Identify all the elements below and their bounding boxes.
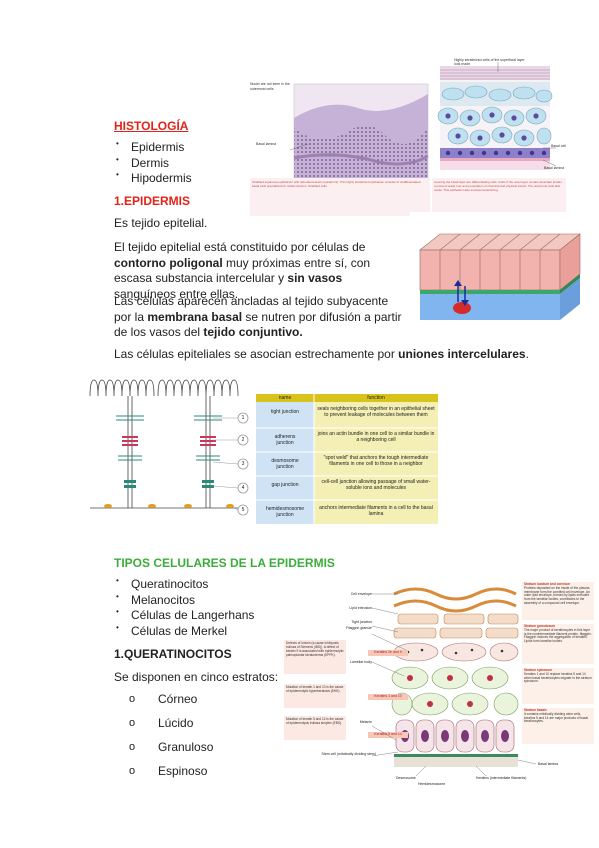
- epithelium-micrograph: [250, 62, 566, 216]
- label-desmosome: Desmosome: [396, 776, 416, 780]
- label-keratins-5-14: Keratins 5 and 14: [374, 732, 402, 736]
- queratinocitos-heading: 1.QUERATINOCITOS: [114, 647, 232, 661]
- junction-num-4: 4: [241, 485, 245, 491]
- list-item: Melanocitos: [114, 589, 254, 609]
- label-superficial: Highly keratinized cells of the superfic…: [454, 58, 525, 66]
- histologia-title: HISTOLOGÍA: [114, 119, 189, 133]
- table-row-name: gap junction: [271, 482, 299, 488]
- strata-list: Córneo Lúcido Granuloso Espinoso: [114, 692, 213, 788]
- table-row-function: "spot weld" that anchors the tough inter…: [323, 455, 429, 467]
- list-item: Epidermis: [114, 136, 192, 156]
- queratinocitos-intro: Se disponen en cinco estratos:: [114, 670, 279, 684]
- note-keratin-1-10: Mutation of keratin 1 and 10 is the caus…: [286, 685, 344, 693]
- tipos-heading: TIPOS CELULARES DE LA EPIDERMIS: [114, 556, 335, 570]
- table-row-function: seals neighboring cells together in an e…: [317, 406, 435, 418]
- junctions-diagram: [89, 379, 438, 524]
- list-item: Dermis: [114, 152, 192, 172]
- keratinocyte-figure: Cell envelope Lipid extrusion Tight junc…: [276, 580, 594, 788]
- label-melanin: Melanin: [359, 720, 372, 724]
- histologia-list: Epidermis Dermis Hipodermis: [114, 136, 192, 187]
- list-item: Hipodermis: [114, 167, 192, 187]
- table-row-name: hemidesmosome junction: [265, 506, 305, 518]
- list-item: Granuloso: [114, 740, 213, 764]
- label-basal-lamina-2: Basal lamina: [544, 166, 565, 170]
- label-basal-lamina: Basal lamina: [538, 762, 559, 766]
- epidermis-p3: Las células aparecen ancladas al tejido …: [114, 294, 402, 339]
- junction-num-5: 5: [241, 507, 245, 513]
- list-item: Queratinocitos: [114, 573, 254, 593]
- label-cell-envelope: Cell envelope: [350, 592, 372, 596]
- label-tight-junction: Tight junction: [351, 620, 372, 624]
- epithelium-micrograph-figure: Nuclei are not seen in the outermost cel…: [248, 58, 568, 218]
- stratum-basale-text: Stratum basale It contains mitotically d…: [524, 708, 588, 724]
- epithelium-3d-figure: [410, 212, 588, 340]
- table-row-function: anchors intermediate filaments in a cell…: [319, 505, 433, 517]
- table-header-name: name: [278, 395, 292, 401]
- label-keratin-filaments: Keratins (intermediate filaments): [476, 776, 527, 780]
- table-row-name: adherens junction: [274, 434, 296, 446]
- junction-num-1: 1: [241, 415, 245, 421]
- table-row-name: tight junction: [270, 409, 300, 415]
- junctions-figure: 1 2 3 4 5 name function tight junction s…: [88, 376, 440, 528]
- epidermis-p1: Es tejido epitelial.: [114, 216, 208, 230]
- table-row-name: desmosome junction: [271, 458, 299, 470]
- label-lipid-extrusion: Lipid extrusion: [349, 606, 372, 610]
- stratum-spinosum-text: Stratum spinosum Keratins 1 and 10 repla…: [524, 668, 592, 684]
- list-item: Lúcido: [114, 716, 213, 740]
- figure1-caption-right: covering the basal layer are differentia…: [434, 180, 562, 192]
- list-item: Espinoso: [114, 764, 213, 788]
- label-basal-cell: Basal cell: [551, 144, 566, 148]
- epidermis-p2: El tejido epitelial está constituido por…: [114, 240, 371, 301]
- list-item: Células de Langerhans: [114, 604, 254, 624]
- table-row-function: joins an actin bundle in one cell to a s…: [317, 431, 435, 443]
- junction-num-2: 2: [241, 437, 245, 443]
- stratum-granulosum-text: Stratum granulosum The major product of …: [524, 624, 592, 644]
- label-nuclei: Nuclei are not seen in the outermost cel…: [250, 82, 290, 91]
- epidermis-heading: 1.EPIDERMIS: [114, 194, 191, 208]
- label-keratins-2e-9: Keratins 2e and 9: [374, 650, 402, 654]
- label-hemidesmosome: Hemidesmosome: [418, 782, 446, 786]
- label-keratins-1-10: Keratins 1 and 10: [374, 694, 402, 698]
- note-keratin-5-14: Mutation of keratin 5 and 14 is the caus…: [286, 717, 344, 725]
- junction-num-3: 3: [241, 461, 245, 467]
- label-lamellar-body: Lamellar body: [350, 660, 372, 664]
- list-item: Células de Merkel: [114, 620, 254, 640]
- label-filaggrin: Filaggrin granule: [345, 626, 372, 630]
- tipos-list: Queratinocitos Melanocitos Células de La…: [114, 573, 254, 640]
- label-stem-cell: Stem cell (mitotically dividing stem): [321, 752, 376, 756]
- label-basal-lamina: Basal lamina: [256, 142, 277, 146]
- figure1-caption-left: Stratified squamous epithelium with abun…: [252, 180, 421, 188]
- epithelium-3d-diagram: [410, 212, 588, 340]
- keratinocyte-diagram: [284, 582, 594, 777]
- table-header-function: function: [367, 395, 385, 401]
- list-item: Córneo: [114, 692, 213, 716]
- note-loricrin: Defects of loricrin (a cause ichthyosis …: [286, 641, 344, 657]
- stratum-corneum-text: Stratum lucidum and corneum Proteins dep…: [524, 582, 590, 605]
- table-row-function: cell-cell junction allowing passage of s…: [321, 479, 431, 491]
- epidermis-p4: Las células epiteliales se asocian estre…: [114, 347, 529, 361]
